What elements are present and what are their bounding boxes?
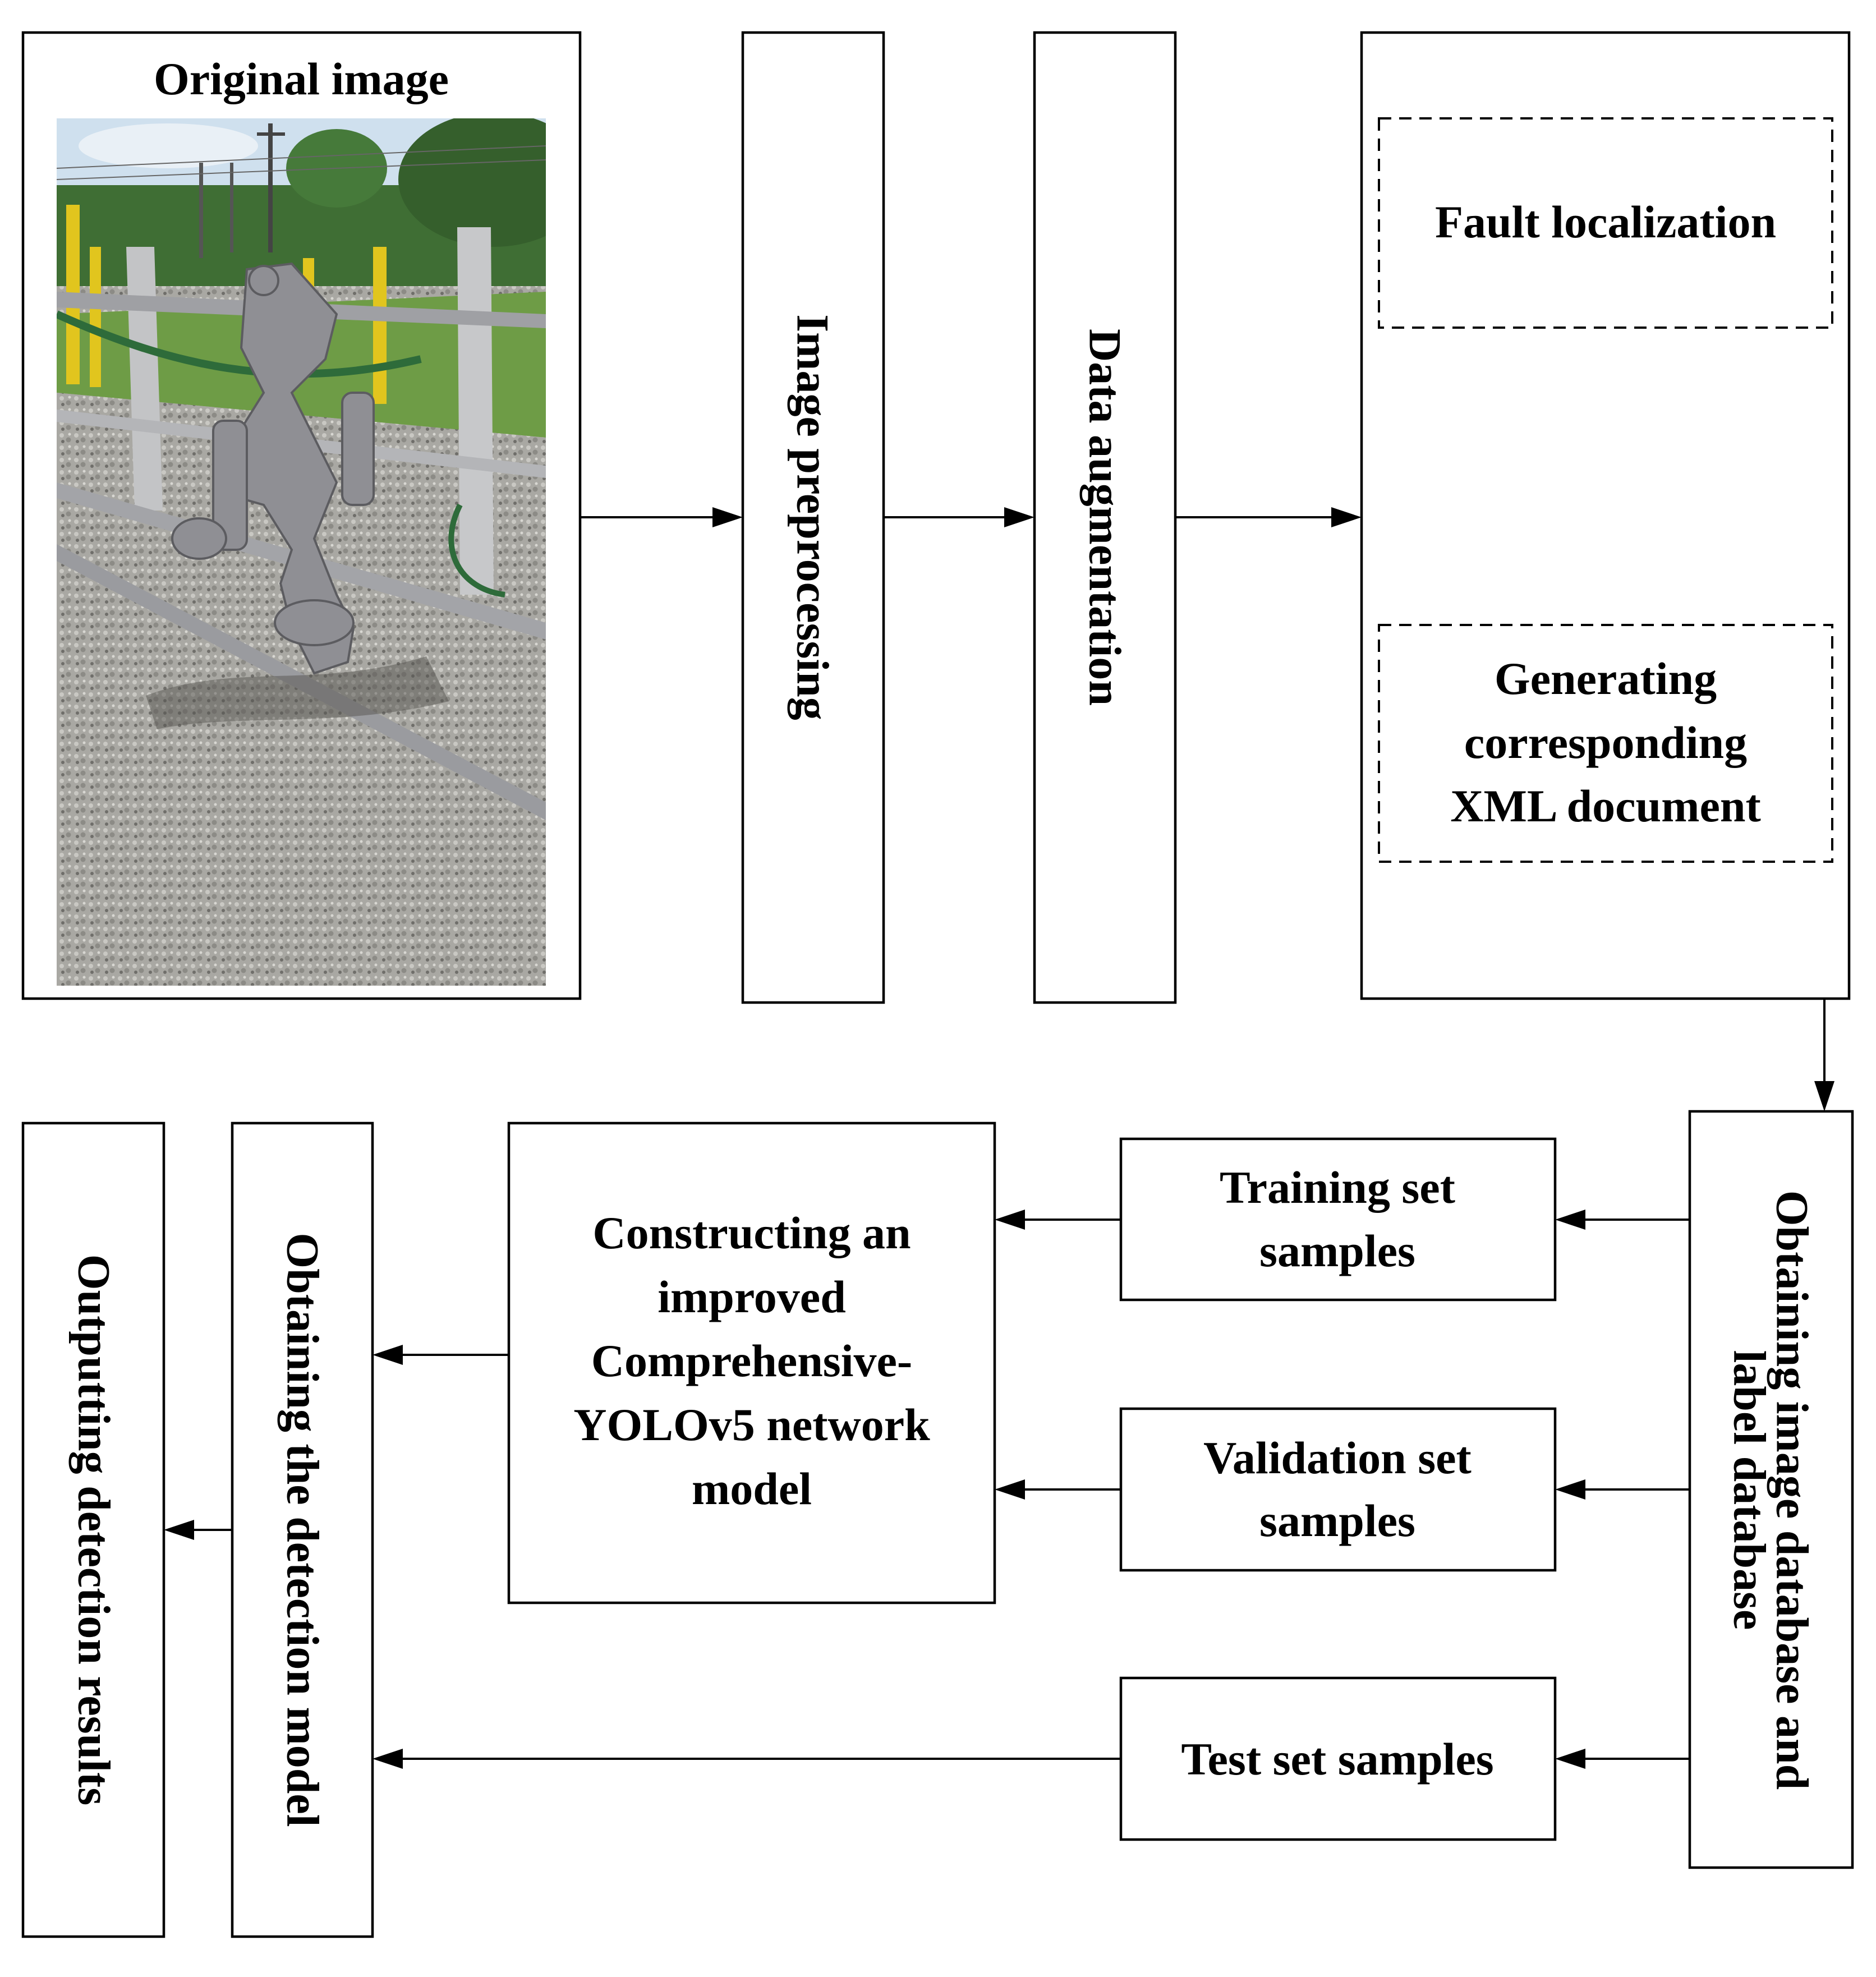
obtaining-detection-model-label: Obtaining the detection model (278, 1233, 329, 1827)
arrow-training-to-model (995, 1210, 1121, 1230)
substation-photo (57, 118, 546, 986)
constructing-model-line-3: Comprehensive- (591, 1335, 912, 1386)
obtaining-database-line-1: Obtaining image database and (1767, 1190, 1818, 1790)
arrow-annotation-to-database (1814, 999, 1834, 1111)
xml-document-line-3: XML document (1450, 780, 1761, 831)
test-set-node: Test set samples (1119, 1676, 1557, 1841)
arrow-database-to-validation (1555, 1479, 1690, 1500)
xml-document-line-2: corresponding (1464, 717, 1747, 768)
outputting-results-label: Outputting detection results (69, 1254, 120, 1806)
outputting-results-node: Outputting detection results (21, 1121, 165, 1938)
constructing-model-line-1: Constructing an (592, 1207, 911, 1258)
constructing-model-line-2: improved (657, 1271, 846, 1322)
constructing-model-node: Constructing an improved Comprehensive- … (507, 1121, 996, 1604)
image-preprocessing-label: Image preprocessing (788, 314, 839, 720)
training-set-line-1: Training set (1220, 1162, 1455, 1213)
arrow-original-to-preprocessing (580, 507, 743, 527)
validation-set-node: Validation set samples (1119, 1407, 1557, 1572)
arrow-validation-to-model (995, 1479, 1121, 1500)
image-preprocessing-node: Image preprocessing (741, 31, 885, 1004)
xml-document-dashed-box (1378, 624, 1833, 863)
arrow-model-to-detection-model (373, 1345, 509, 1365)
arrow-preprocessing-to-augmentation (884, 507, 1034, 527)
arrow-database-to-test (1555, 1749, 1690, 1769)
data-augmentation-node: Data augmentation (1033, 31, 1177, 1004)
constructing-model-line-5: model (692, 1463, 812, 1514)
training-set-line-2: samples (1259, 1225, 1415, 1276)
arrow-detection-model-to-output (164, 1520, 232, 1540)
obtaining-database-node: Obtaining image database and label datab… (1688, 1110, 1854, 1869)
obtaining-database-line-2: label database (1725, 1350, 1776, 1630)
original-image-title: Original image (154, 53, 449, 104)
xml-document-line-1: Generating (1495, 653, 1717, 704)
fault-localization-label: Fault localization (1435, 196, 1776, 247)
validation-set-line-1: Validation set (1203, 1432, 1472, 1483)
arrow-test-to-detection-model (373, 1749, 1121, 1769)
constructing-model-line-4: YOLOv5 network (573, 1399, 930, 1450)
original-image-node: Original image (21, 31, 582, 1000)
arrow-database-to-training (1555, 1210, 1690, 1230)
obtaining-detection-model-node: Obtaining the detection model (231, 1121, 374, 1938)
fault-localization-dashed-box (1378, 117, 1833, 329)
test-set-label: Test set samples (1181, 1734, 1493, 1785)
training-set-node: Training set samples (1119, 1137, 1557, 1302)
annotation-node: Fault localization Generating correspond… (1360, 31, 1851, 1000)
data-augmentation-label: Data augmentation (1080, 329, 1131, 706)
validation-set-line-2: samples (1259, 1495, 1415, 1546)
arrow-augmentation-to-annotation (1175, 507, 1362, 527)
